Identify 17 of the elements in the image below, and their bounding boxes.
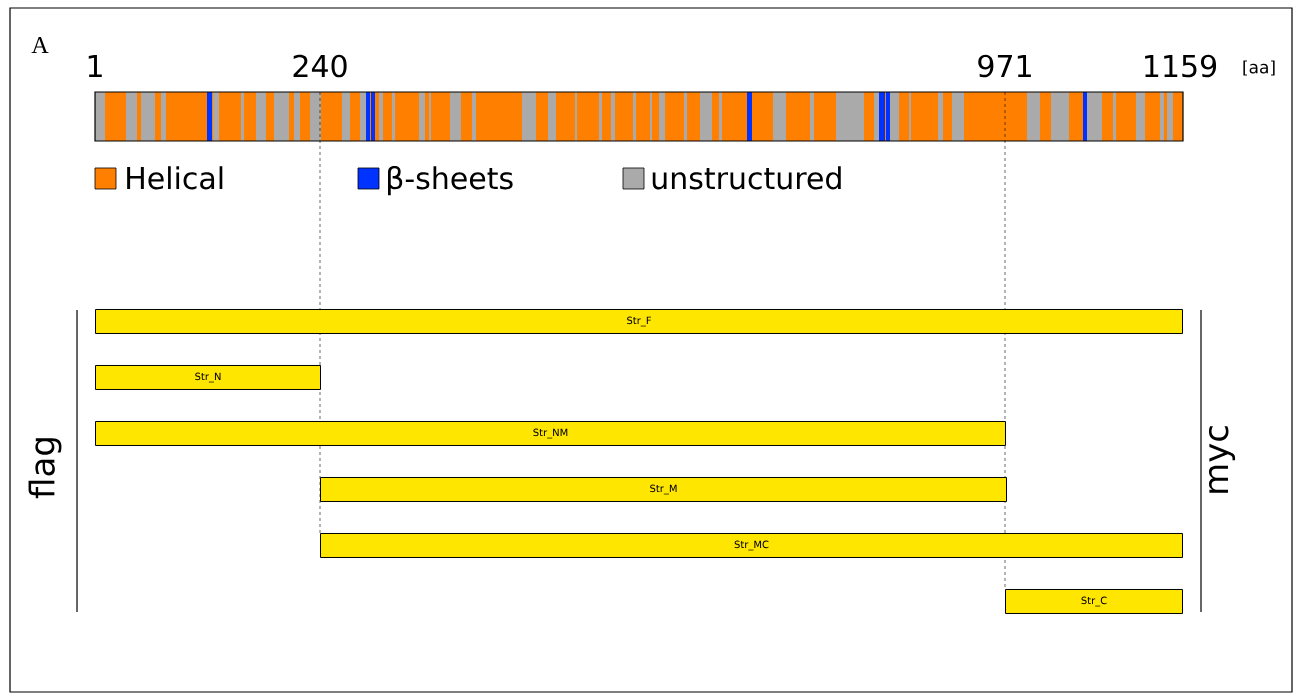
construct-bar: Str_F [95, 309, 1183, 334]
legend-label: Helical [127, 166, 223, 190]
tag-label: myc [1208, 426, 1236, 493]
position-number: 971 [978, 54, 1031, 78]
construct-bar: Str_MC [320, 533, 1183, 558]
position-number: 1159 [1145, 54, 1217, 78]
panel-letter: A [31, 37, 49, 53]
unit-label: [aa] [1243, 60, 1275, 76]
legend-label: unstructured [652, 166, 841, 190]
construct-bar: Str_M [320, 477, 1007, 502]
position-number: 240 [293, 54, 347, 78]
construct-bar: Str_NM [95, 421, 1006, 446]
construct-bar: Str_N [95, 365, 321, 390]
tag-label: flag [28, 438, 62, 499]
legend-label: β-sheets [388, 166, 513, 196]
construct-bar: Str_C [1005, 589, 1183, 614]
position-number: 1 [88, 55, 102, 77]
